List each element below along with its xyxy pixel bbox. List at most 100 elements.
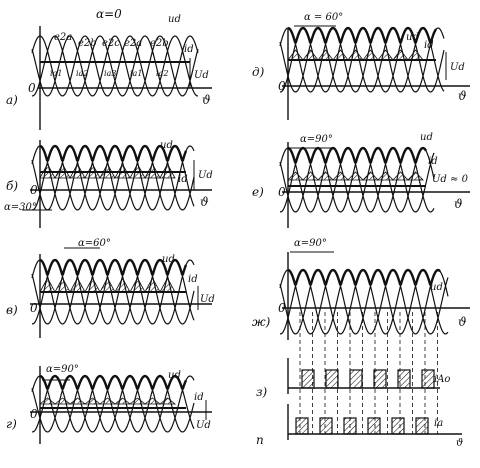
axis-label: ϑ	[202, 93, 211, 107]
hatched-area	[347, 49, 364, 61]
Ud-label: Ud ≈ 0	[432, 174, 469, 185]
ud-envelope	[39, 144, 188, 162]
zero-label: 0	[28, 81, 36, 95]
panel-e: е) 0 α=90° ud id Ud ≈ 0 ϑ	[252, 132, 470, 228]
panel-letter: з)	[256, 385, 268, 399]
hatched-area	[129, 277, 146, 293]
alpha-label: α=30°	[4, 202, 37, 213]
Ud-label: Ud	[200, 294, 215, 305]
hatched-area	[377, 171, 394, 181]
phase-wave-1	[279, 147, 435, 213]
current-label-1: ia1	[50, 69, 62, 78]
panel-b: б) 0 α=30° ud id Ud ϑ	[4, 140, 213, 228]
hatched-area	[317, 49, 334, 61]
ud-envelope	[39, 374, 188, 390]
hatched-area	[84, 277, 101, 293]
ud-label: ud	[160, 140, 173, 151]
projection-dashes	[299, 312, 438, 434]
id-label: id	[428, 156, 438, 167]
current-pulse	[349, 369, 363, 389]
ud-label: ud	[162, 254, 175, 265]
current-label-4: ia1	[130, 69, 142, 78]
ud-label: ud	[406, 32, 419, 43]
hatched-area	[83, 397, 102, 405]
alpha-label: α = 60°	[304, 12, 343, 23]
alpha-label: α=60°	[78, 238, 111, 249]
id-label: id	[188, 274, 198, 285]
alpha-label: α=90°	[46, 364, 79, 375]
hatched-area	[287, 171, 304, 181]
axis-label: ϑ	[454, 197, 463, 211]
phase-label-3: e2c	[102, 38, 120, 49]
hatched-area	[99, 277, 116, 293]
ud-envelope	[287, 268, 441, 286]
hatched-area	[159, 277, 176, 293]
hatched-area	[68, 397, 87, 405]
hatched-area	[377, 49, 394, 61]
id-label: id	[424, 40, 434, 51]
Ud-label: Ud	[196, 420, 211, 431]
axis-label: ϑ	[456, 438, 463, 449]
ud-envelope	[287, 146, 428, 164]
current-pulse	[295, 417, 309, 435]
current-label-2: ia2	[76, 69, 88, 78]
current-pulse	[301, 369, 315, 389]
hatched-area	[38, 397, 57, 405]
hatched-area	[158, 397, 177, 405]
hatched-area	[39, 277, 56, 293]
ud-label: ud	[168, 14, 181, 25]
panel-letter: г)	[6, 417, 17, 431]
ud-envelope	[287, 26, 438, 44]
hatched-area	[144, 277, 161, 293]
hatched-area	[392, 49, 409, 61]
Ud-label: Ud	[450, 62, 465, 73]
phase-wave-1	[279, 269, 449, 335]
Ud-label: Ud	[198, 170, 213, 181]
axis-label: ϑ	[200, 195, 209, 209]
hatched-area	[69, 277, 86, 293]
axis-label: ϑ	[458, 315, 467, 329]
phase-wave-1	[31, 375, 195, 433]
panel-v: в) 0 α=60° ud id Ud	[6, 238, 215, 338]
hatched-area	[54, 277, 71, 293]
panel-letter: п	[256, 433, 264, 447]
hatched-area	[287, 49, 304, 61]
panel-letter: д)	[252, 65, 265, 79]
phase-label-2: e2b	[78, 38, 97, 49]
zero-label: 0	[30, 183, 38, 197]
panel-g: г) 0 α=90° ud id Ud	[6, 364, 212, 444]
hatched-area	[113, 397, 132, 405]
panel-letter: a)	[6, 93, 18, 107]
hatched-area	[407, 49, 424, 61]
current-pulse	[367, 417, 381, 435]
phase-wave-2	[32, 35, 199, 97]
id-label: id	[178, 174, 188, 185]
phase-label-4: e2a	[124, 38, 142, 49]
current-pulse	[391, 417, 405, 435]
zero-label: 0	[278, 185, 286, 199]
panel-letter: е)	[252, 185, 264, 199]
hatched-area	[392, 171, 409, 181]
hatched-area	[347, 171, 364, 181]
axis-label: ϑ	[458, 89, 467, 103]
zero-label: 0	[30, 407, 38, 421]
hatched-area	[362, 49, 379, 61]
hatched-area	[302, 171, 319, 181]
current-pulse	[319, 417, 333, 435]
panel-a: a) 0 α=0 e2a e2b e2c e2a e2b ia1 ia2 ia3…	[6, 7, 212, 130]
panel-n: п ia ϑ	[256, 404, 463, 449]
zero-label: 0	[278, 79, 286, 93]
zero-label: 0	[278, 301, 286, 315]
current-pulse	[421, 369, 435, 389]
panel-letter: в)	[6, 303, 18, 317]
panel-letter: ж)	[252, 315, 271, 329]
panel-d: д) 0 α = 60° ud id Ud ϑ	[252, 12, 470, 120]
alpha-label: α=90°	[294, 238, 327, 249]
current-pulse	[415, 417, 429, 435]
current-pulse	[343, 417, 357, 435]
current-label-5: ia2	[156, 69, 168, 78]
ud-label: ud	[420, 132, 433, 143]
Ud-label: Ud	[194, 70, 209, 81]
current-pulse	[397, 369, 411, 389]
